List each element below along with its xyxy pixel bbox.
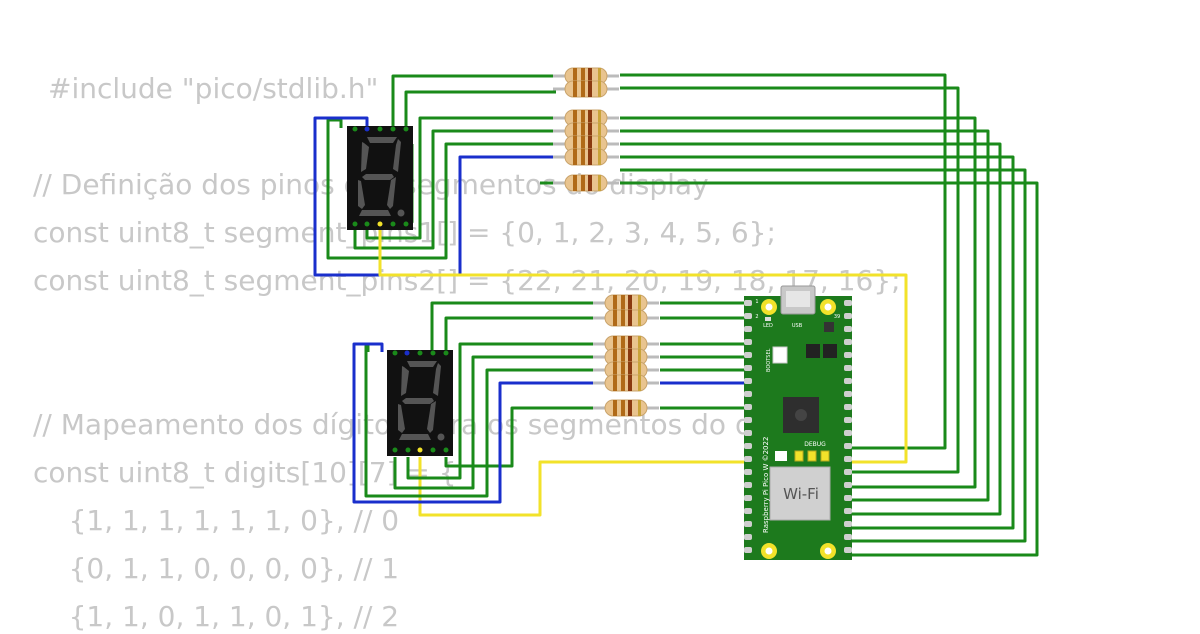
pin1-label: 1 xyxy=(755,299,758,305)
raspberry-logo-icon xyxy=(795,409,807,421)
bootsel-button[interactable] xyxy=(772,346,788,364)
blue-wires-display2 xyxy=(352,342,752,504)
wifi-module xyxy=(769,466,831,521)
pin2-label: 2 xyxy=(755,314,758,320)
blue-wires-display1 xyxy=(313,116,556,277)
resistors-group-1 xyxy=(551,66,621,193)
green-wires-right xyxy=(620,73,1039,557)
bootsel-label: BOOTSEL xyxy=(766,348,772,372)
resistors-group-2 xyxy=(591,293,661,418)
led-icon xyxy=(765,317,771,321)
seven-segment-display-1[interactable] xyxy=(347,126,413,230)
debug-label: DEBUG xyxy=(804,441,826,448)
board-name-label: Raspberry Pi Pico W ©2022 xyxy=(762,437,770,533)
usb-label: USB xyxy=(792,323,803,329)
pico-board[interactable]: Wi-Fi DEBUG USB LED 1 2 39 BOOTSEL Raspb… xyxy=(744,285,852,560)
led-label: LED xyxy=(763,323,773,329)
usb-connector-icon xyxy=(780,285,816,315)
pin39-label: 39 xyxy=(834,314,840,320)
seven-segment-display-2[interactable] xyxy=(387,350,453,456)
wifi-label: Wi-Fi xyxy=(783,485,819,503)
